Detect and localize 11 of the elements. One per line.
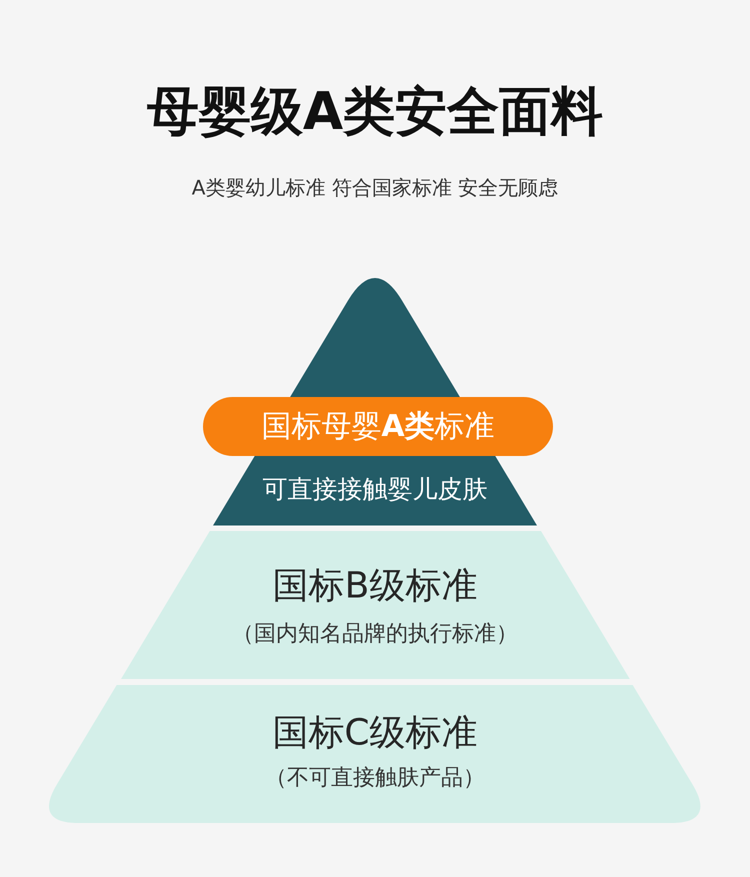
title: 母婴级A类安全面料 bbox=[146, 83, 604, 143]
tier-description: 可直接接触婴儿皮肤 bbox=[262, 475, 488, 504]
pyramid-tier bbox=[120, 531, 630, 679]
tier-note: （国内知名品牌的执行标准） bbox=[232, 621, 518, 647]
tier-note: （不可直接触肤产品） bbox=[264, 765, 485, 791]
pyramid-tier bbox=[213, 278, 537, 525]
tier-heading: 国标B级标准 bbox=[272, 565, 478, 607]
subtitle: A类婴幼儿标准 符合国家标准 安全无顾虑 bbox=[192, 176, 558, 200]
tier-heading: 国标C级标准 bbox=[272, 712, 478, 754]
pyramid-tier bbox=[49, 685, 701, 823]
standard-banner: 国标母婴A类标准 bbox=[203, 397, 553, 456]
